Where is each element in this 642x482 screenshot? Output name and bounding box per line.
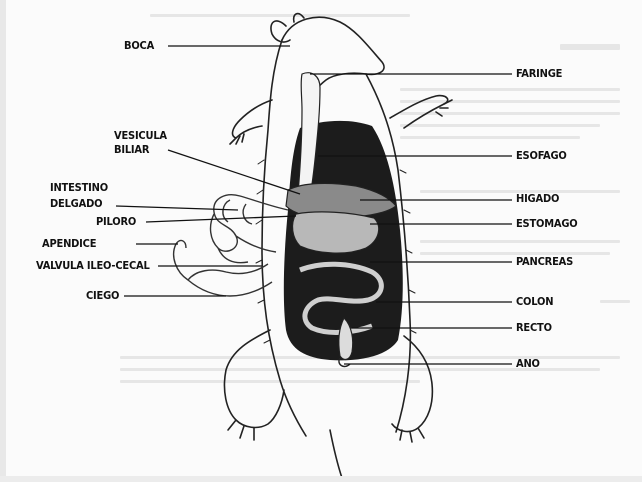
label-apendice: APENDICE	[42, 238, 96, 250]
label-pancreas: PANCREAS	[516, 256, 573, 268]
small-intestine-organ	[211, 195, 288, 263]
label-higado: HIGADO	[516, 193, 559, 205]
label-vesicula-line1: VESICULA	[114, 130, 167, 142]
rat-head-outline	[282, 17, 384, 100]
label-intestino-line1: INTESTINO	[50, 182, 108, 194]
scan-edge-left	[0, 0, 6, 482]
label-piloro: PILORO	[96, 216, 136, 228]
label-vesicula-line2: BILIAR	[114, 144, 149, 156]
leader-line-vesicula	[168, 150, 300, 194]
rat-front-leg-left	[233, 100, 272, 138]
label-estomago: ESTOMAGO	[516, 218, 578, 230]
rat-tail	[330, 430, 342, 478]
rat-hind-leg-left	[224, 330, 284, 427]
label-colon: COLON	[516, 296, 553, 308]
leader-line-intestino	[116, 206, 238, 210]
label-recto: RECTO	[516, 322, 552, 334]
rat-front-leg-right	[390, 96, 448, 128]
label-faringe: FARINGE	[516, 68, 562, 80]
label-valvula: VALVULA ILEO-CECAL	[36, 260, 150, 272]
leader-line-piloro	[146, 216, 296, 222]
label-boca: BOCA	[124, 40, 154, 52]
label-ano: ANO	[516, 358, 540, 370]
label-intestino-line2: DELGADO	[50, 198, 102, 210]
label-ciego: CIEGO	[86, 290, 119, 302]
scan-edge-bottom	[0, 476, 642, 482]
cecum-organ	[174, 241, 272, 296]
rat-hind-leg-right	[392, 336, 432, 431]
stomach-organ	[293, 212, 379, 253]
label-esofago: ESOFAGO	[516, 150, 567, 162]
